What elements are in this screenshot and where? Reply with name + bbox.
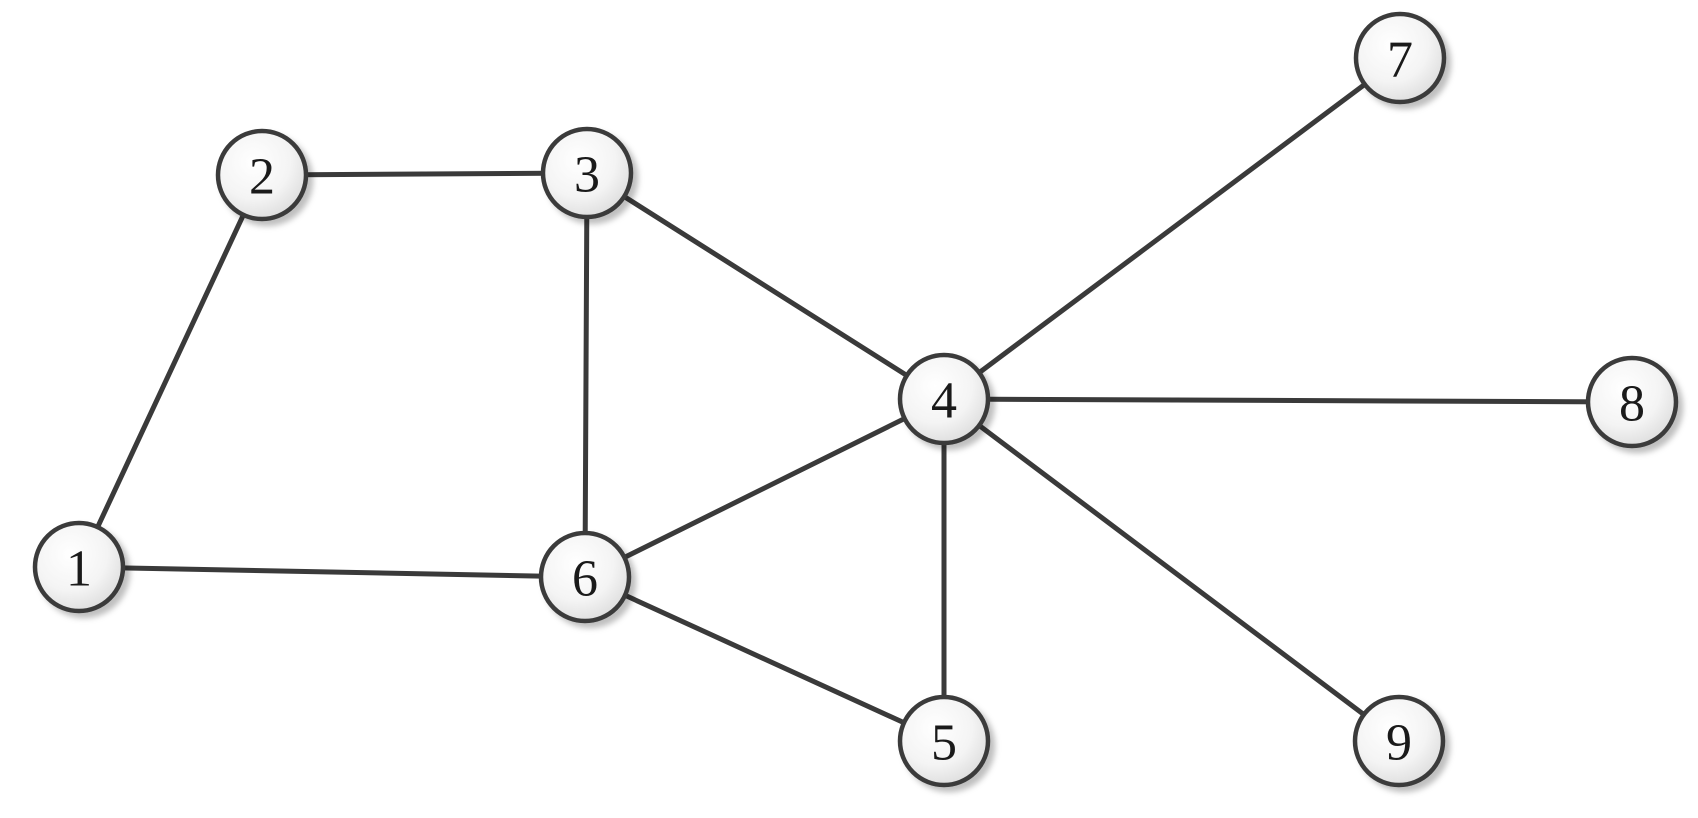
edge-2-3 [259, 170, 590, 178]
edge-1-2 [76, 172, 265, 570]
edge-4-8 [941, 396, 1635, 405]
node-label-2: 2 [249, 149, 275, 206]
node-label-5: 5 [931, 715, 957, 772]
node-2: 2 [215, 128, 309, 222]
node-circle-5 [897, 694, 991, 788]
node-5: 5 [897, 694, 991, 788]
node-circle-4 [897, 352, 991, 446]
node-label-3: 3 [574, 147, 600, 204]
node-6: 6 [538, 530, 632, 624]
node-circle-7 [1353, 11, 1447, 105]
edge-1-6 [76, 564, 588, 580]
node-4: 4 [897, 352, 991, 446]
node-7: 7 [1353, 11, 1447, 105]
edge-4-7 [941, 55, 1403, 402]
node-label-4: 4 [931, 373, 957, 430]
edge-3-4 [584, 170, 947, 402]
node-3: 3 [540, 126, 634, 220]
edges-layer [76, 55, 1635, 744]
edge-4-9 [941, 396, 1402, 744]
node-label-9: 9 [1386, 715, 1412, 772]
node-circle-9 [1352, 694, 1446, 788]
edge-6-5 [582, 574, 947, 744]
node-circle-6 [538, 530, 632, 624]
node-8: 8 [1585, 355, 1679, 449]
node-9: 9 [1352, 694, 1446, 788]
edge-6-4 [582, 396, 947, 580]
edge-3-6 [582, 170, 590, 580]
node-label-1: 1 [66, 541, 92, 598]
node-circle-3 [540, 126, 634, 220]
node-label-8: 8 [1619, 376, 1645, 433]
node-label-6: 6 [572, 551, 598, 608]
node-circle-2 [215, 128, 309, 222]
node-circle-1 [32, 520, 126, 614]
node-1: 1 [32, 520, 126, 614]
node-label-7: 7 [1387, 32, 1413, 89]
node-circle-8 [1585, 355, 1679, 449]
nodes-layer: 1 2 3 4 5 6 7 8 9 [32, 11, 1679, 788]
